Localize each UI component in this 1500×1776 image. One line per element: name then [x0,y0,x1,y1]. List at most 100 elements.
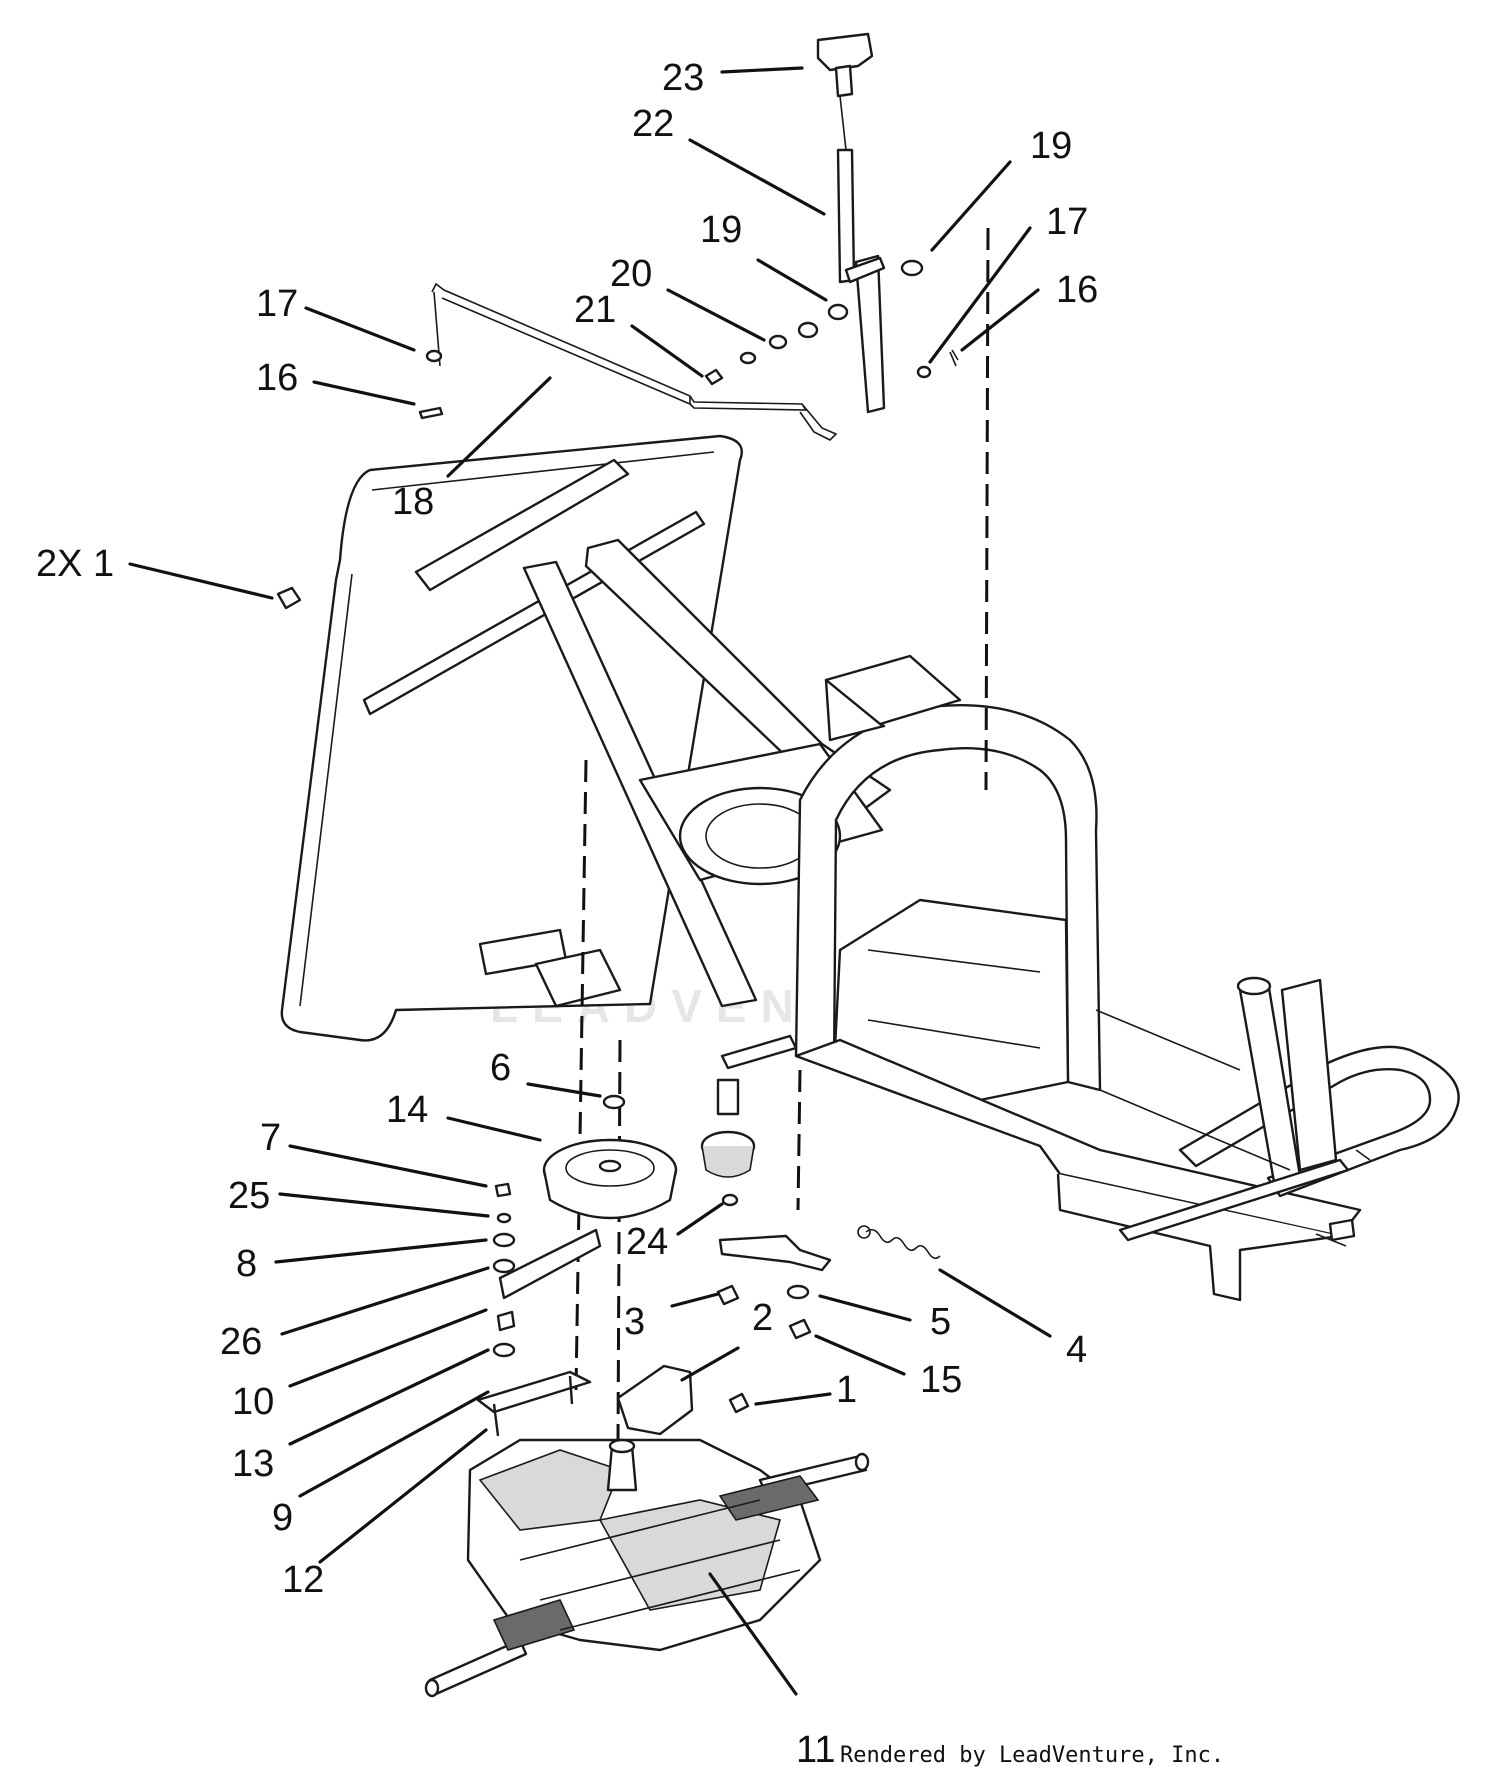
centerline-lever [984,227,990,791]
rear-skirt [1056,1173,1341,1302]
nut-3 [716,1284,740,1306]
callout-1-bottom: 1 [836,1369,857,1411]
bolt-21 [704,368,724,386]
shift-lever-upper [836,148,856,284]
render-credit: Rendered by LeadVenture, Inc. [840,1743,1224,1768]
pulley-hub [598,1159,622,1173]
front-box-detail [867,949,1041,1049]
callout-6: 6 [490,1047,511,1089]
plate-9-legs [492,1375,574,1437]
bolt-7 [494,1182,512,1198]
callout-21: 21 [574,289,616,331]
brake-link [498,1228,602,1300]
axle-stub [1328,1218,1356,1242]
lever-bracket [844,256,886,284]
fender-edge [299,451,715,1007]
shift-knob [816,32,874,72]
nut-15 [788,1318,812,1340]
callout-16-right: 16 [1056,269,1098,311]
callout-9: 9 [272,1497,293,1539]
callout-2: 2 [752,1297,773,1339]
callout-10: 10 [232,1381,274,1423]
case-front [478,1449,622,1531]
callout-4: 4 [1066,1329,1087,1371]
pulley-rim [542,1169,678,1220]
callout-26: 26 [220,1321,262,1363]
callout-16-left: 16 [256,357,298,399]
bolt-1-top [276,586,302,610]
frame-tube-left [522,560,758,1008]
idler-spacer [716,1078,740,1116]
cotter-pin-16a [418,406,444,420]
cross-tube [1118,1158,1350,1242]
knob-stem [834,64,854,98]
washer-20c [739,351,757,365]
washer-8 [492,1232,516,1248]
shift-lever-assembly [704,32,959,414]
callout-13: 13 [232,1443,274,1485]
washer-5 [786,1284,810,1300]
transaxle [424,1438,870,1698]
callout-19-right: 19 [1030,125,1072,167]
leader-lines [128,66,1052,1696]
callout-20: 20 [610,253,652,295]
callout-15: 15 [920,1359,962,1401]
callout-2x1: 2X 1 [36,543,114,585]
callout-7: 7 [260,1117,281,1159]
callout-14: 14 [386,1089,428,1131]
drive-hardware [476,1078,941,1437]
callout-17-left: 17 [256,283,298,325]
case-ribs [519,1499,801,1631]
centerline-pulley [574,759,588,1391]
frame [280,434,1460,1302]
axle-housing-left [492,1599,576,1651]
bolt-1 [728,1392,750,1414]
case-side [598,1499,781,1611]
pulley-groove [565,1149,655,1187]
lever-shaft [839,95,847,151]
spring-4 [865,1228,941,1260]
washer-20a [797,321,819,339]
washer-19 [827,303,849,321]
callout-8: 8 [236,1243,257,1285]
callout-25: 25 [228,1175,270,1217]
cotter-pin-16b [949,349,959,367]
input-shaft-top [608,1438,636,1454]
spring-hook [857,1225,871,1239]
washer-13 [492,1342,516,1358]
plate-9 [476,1370,592,1414]
callout-12: 12 [282,1559,324,1601]
shift-rod [431,282,838,441]
idler-pulley-rim [701,1145,755,1178]
washer-24 [721,1193,739,1207]
callout-17-right: 17 [1046,201,1088,243]
shift-lever-plate [854,254,886,414]
seat-rail-front [414,458,630,592]
post-cap [1236,976,1272,996]
callout-23: 23 [662,57,704,99]
idler-arm-bracket [720,1034,798,1070]
washer-19b [900,259,924,277]
callout-24: 24 [626,1221,668,1263]
axle-housing-right [718,1475,820,1521]
axle-right-end [854,1452,870,1472]
callout-18: 18 [392,481,434,523]
nut-10 [496,1310,516,1332]
nut-6 [602,1094,626,1110]
callout-3: 3 [624,1301,645,1343]
washer-20b [768,334,788,350]
post-bracket [1280,978,1338,1172]
callout-22: 22 [632,103,674,145]
axle-left-end [424,1678,440,1698]
callout-labels: 23 22 19 19 17 20 16 17 21 16 18 2X 1 6 … [36,57,1098,1771]
callout-19-left: 19 [700,209,742,251]
washer-17a [425,349,443,363]
idler-arm [718,1234,832,1272]
bumper-detail [1315,1149,1371,1247]
washer-26 [492,1258,516,1274]
callout-5: 5 [930,1301,951,1343]
pedestal-side [824,678,886,742]
lower-rails [1095,1009,1291,1171]
callout-11: 11 [796,1729,835,1771]
